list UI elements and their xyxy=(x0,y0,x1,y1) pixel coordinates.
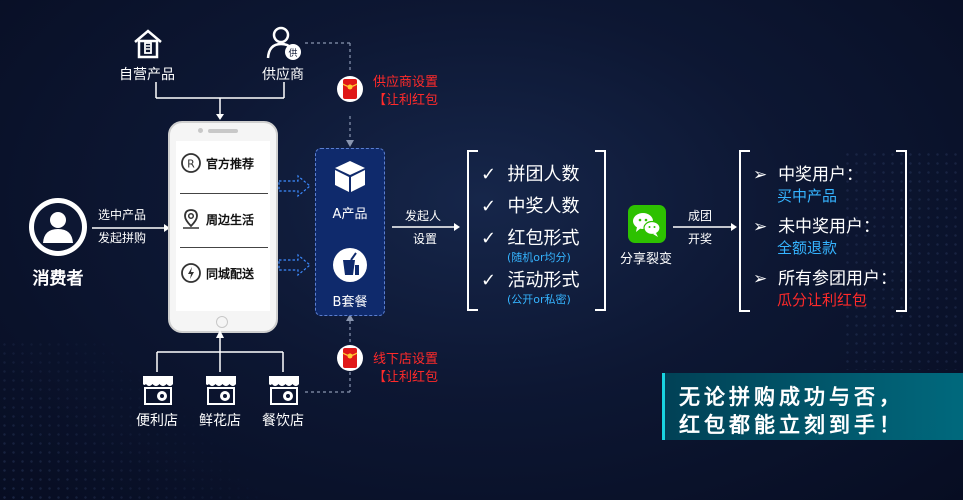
hollow-arrow-to-b xyxy=(278,253,311,277)
arrow-consumer-to-phone xyxy=(92,224,170,232)
hollow-arrow-to-a xyxy=(278,174,311,198)
red-packet-icon xyxy=(337,343,363,373)
result-item-non-winners-sub: 全额退款 xyxy=(777,239,838,257)
result-item-all-participants: ➢ 所有参团用户： xyxy=(753,269,898,289)
menu-item-official[interactable]: R 官方推荐 xyxy=(180,149,268,177)
arrow-to-results xyxy=(673,223,737,231)
menu-item-label: 周边生活 xyxy=(206,212,255,227)
settings-item-packet-type: ✓ 红包形式 xyxy=(481,228,580,249)
consumer-action-line2: 发起拼购 xyxy=(98,231,147,245)
supplier-setting-line2: 【让利红包 xyxy=(373,93,439,108)
connector-top-sources xyxy=(155,82,285,120)
check-icon: ✓ xyxy=(481,164,497,185)
arrowhead-icon: ➢ xyxy=(753,165,768,185)
wechat-icon xyxy=(628,205,666,243)
package-b-label: B套餐 xyxy=(332,295,368,310)
settings-item-winners: ✓ 中奖人数 xyxy=(481,196,580,217)
svg-text:供: 供 xyxy=(288,47,297,59)
slogan-line2: 红包都能立刻到手！ xyxy=(679,413,904,437)
lightning-icon xyxy=(180,262,202,284)
settings-item-activity-type-sub: (公开or私密) xyxy=(507,293,571,306)
phone-screen: R 官方推荐 周边生活 同城配送 xyxy=(176,141,270,311)
background-dot-pattern xyxy=(0,340,260,500)
share-label: 分享裂变 xyxy=(620,252,673,267)
supplier-setting-line1: 供应商设置 xyxy=(373,75,439,90)
restaurant-label: 餐饮店 xyxy=(262,413,304,429)
supplier-label: 供应商 xyxy=(262,67,304,83)
arrowhead-icon: ➢ xyxy=(753,217,768,237)
check-icon: ✓ xyxy=(481,270,497,291)
connector-bottom-stores xyxy=(156,330,284,372)
slogan-line1: 无论拼购成功与否， xyxy=(679,385,904,409)
result-item-winners-sub: 买中产品 xyxy=(777,187,838,205)
registered-icon: R xyxy=(180,152,202,174)
arrowhead-icon: ➢ xyxy=(753,269,768,289)
results-bracket-right xyxy=(896,150,907,312)
result-item-all-participants-sub: 瓜分让利红包 xyxy=(777,291,868,309)
result-item-non-winners: ➢ 未中奖用户： xyxy=(753,217,881,237)
menu-divider xyxy=(180,193,268,194)
menu-divider xyxy=(180,247,268,248)
offline-setting-line1: 线下店设置 xyxy=(373,352,439,367)
package-box: A产品 B套餐 xyxy=(315,148,385,316)
convenience-store-icon xyxy=(141,374,175,406)
menu-item-delivery[interactable]: 同城配送 xyxy=(180,259,268,287)
draw-line1: 成团 xyxy=(688,209,713,223)
draw-line2: 开奖 xyxy=(688,232,713,246)
menu-item-label: 同城配送 xyxy=(206,266,255,281)
red-packet-icon xyxy=(337,74,363,104)
menu-item-label: 官方推荐 xyxy=(206,156,255,171)
background-dot-pattern-right xyxy=(843,150,963,370)
phone-speaker xyxy=(208,129,238,133)
results-bracket-left xyxy=(739,150,750,312)
slogan-banner: 无论拼购成功与否， 红包都能立刻到手！ xyxy=(662,373,963,440)
settings-bracket-left xyxy=(467,150,478,311)
box-icon xyxy=(333,159,367,193)
initiator-line1: 发起人 xyxy=(405,209,442,223)
restaurant-icon xyxy=(267,374,301,406)
flower-shop-icon xyxy=(204,374,238,406)
self-operated-product-icon xyxy=(131,27,165,61)
check-icon: ✓ xyxy=(481,196,497,217)
settings-item-group-size: ✓ 拼团人数 xyxy=(481,164,580,185)
phone-camera xyxy=(198,128,203,133)
drink-icon xyxy=(332,247,368,283)
self-operated-product-label: 自营产品 xyxy=(119,67,175,83)
settings-item-activity-type: ✓ 活动形式 xyxy=(481,270,580,291)
offline-dashed-connector xyxy=(305,314,354,393)
initiator-line2: 设置 xyxy=(413,232,438,246)
map-pin-icon xyxy=(180,208,202,230)
flower-shop-label: 鲜花店 xyxy=(199,413,241,429)
consumer-avatar-icon xyxy=(27,196,89,258)
consumer-label: 消费者 xyxy=(32,269,84,289)
supplier-icon: 供 xyxy=(266,25,302,61)
check-icon: ✓ xyxy=(481,228,497,249)
consumer-action-line1: 选中产品 xyxy=(98,208,147,222)
phone-mockup: R 官方推荐 周边生活 同城配送 xyxy=(168,121,278,333)
svg-text:R: R xyxy=(187,158,195,171)
settings-bracket-right xyxy=(595,150,606,311)
offline-setting-line2: 【让利红包 xyxy=(373,370,439,385)
package-a-label: A产品 xyxy=(332,207,368,222)
phone-home-button xyxy=(216,316,228,328)
settings-item-packet-type-sub: (随机or均分) xyxy=(507,251,571,264)
menu-item-nearby[interactable]: 周边生活 xyxy=(180,205,268,233)
settings-list: ✓ 拼团人数 ✓ 中奖人数 ✓ 红包形式 (随机or均分) ✓ 活动形式 (公开… xyxy=(467,150,605,307)
result-item-winners: ➢ 中奖用户： xyxy=(753,165,864,185)
convenience-store-label: 便利店 xyxy=(136,413,178,429)
results-list: ➢ 中奖用户： 买中产品 ➢ 未中奖用户： 全额退款 ➢ 所有参团用户： 瓜分让… xyxy=(739,150,905,309)
arrow-to-settings xyxy=(392,223,460,231)
supplier-dashed-connector xyxy=(305,42,354,147)
